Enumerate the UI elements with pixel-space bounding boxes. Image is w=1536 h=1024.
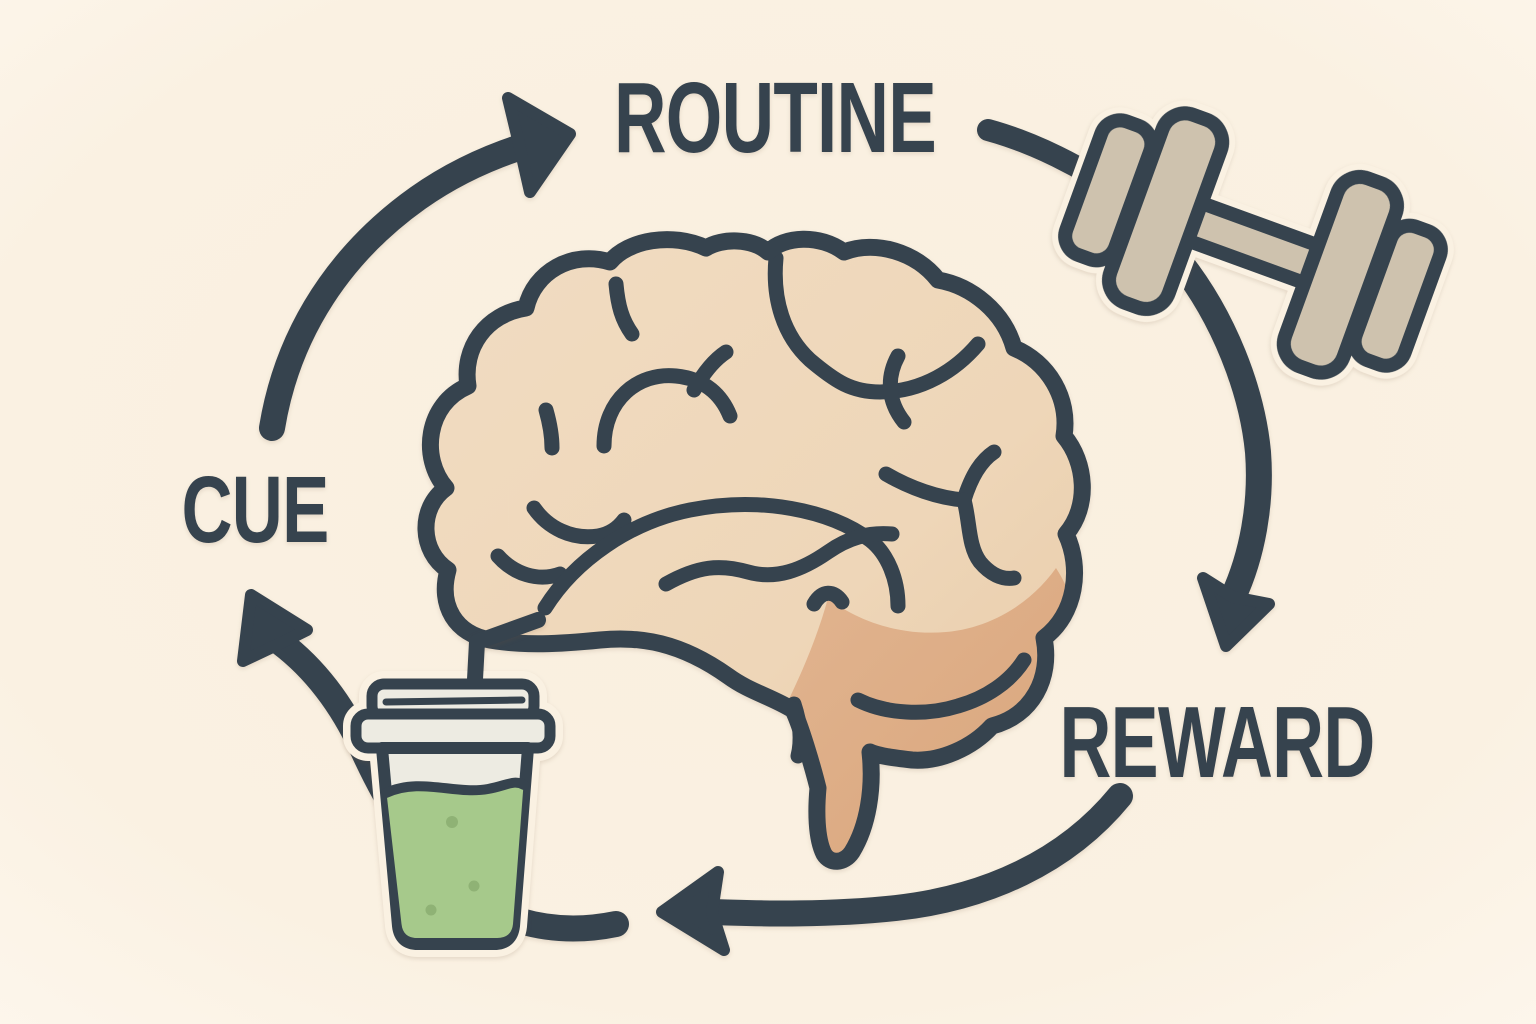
arrowhead-down xyxy=(1197,572,1275,652)
arrowhead-up-right xyxy=(502,92,576,198)
brain-folds xyxy=(490,250,1032,764)
arrowhead-up-left xyxy=(237,589,313,667)
dumbbell-plate-left xyxy=(1102,106,1230,317)
dumbbell-icon xyxy=(1052,100,1454,386)
smoothie-dots xyxy=(425,816,480,916)
arrow-cue-to-routine xyxy=(259,92,576,441)
cup-lid-seam xyxy=(382,696,526,706)
routine-label: ROUTINE xyxy=(614,62,936,174)
arrowhead-left xyxy=(656,866,730,956)
arrow-reward-to-cup xyxy=(656,783,1133,956)
reward-label: REWARD xyxy=(1060,687,1375,799)
brain-stem-shade xyxy=(756,568,1080,862)
brain-outline xyxy=(417,230,1091,870)
cue-label: CUE xyxy=(182,457,329,563)
brain-icon xyxy=(417,230,1091,870)
arrow-dumbbell-to-reward xyxy=(1167,249,1275,652)
liquid-line xyxy=(381,777,529,798)
smoothie-liquid xyxy=(386,782,524,938)
labels: ROUTINE CUE REWARD xyxy=(182,62,1376,799)
dumbbell-plate-right xyxy=(1276,169,1404,380)
smoothie-cup-icon xyxy=(343,612,563,957)
